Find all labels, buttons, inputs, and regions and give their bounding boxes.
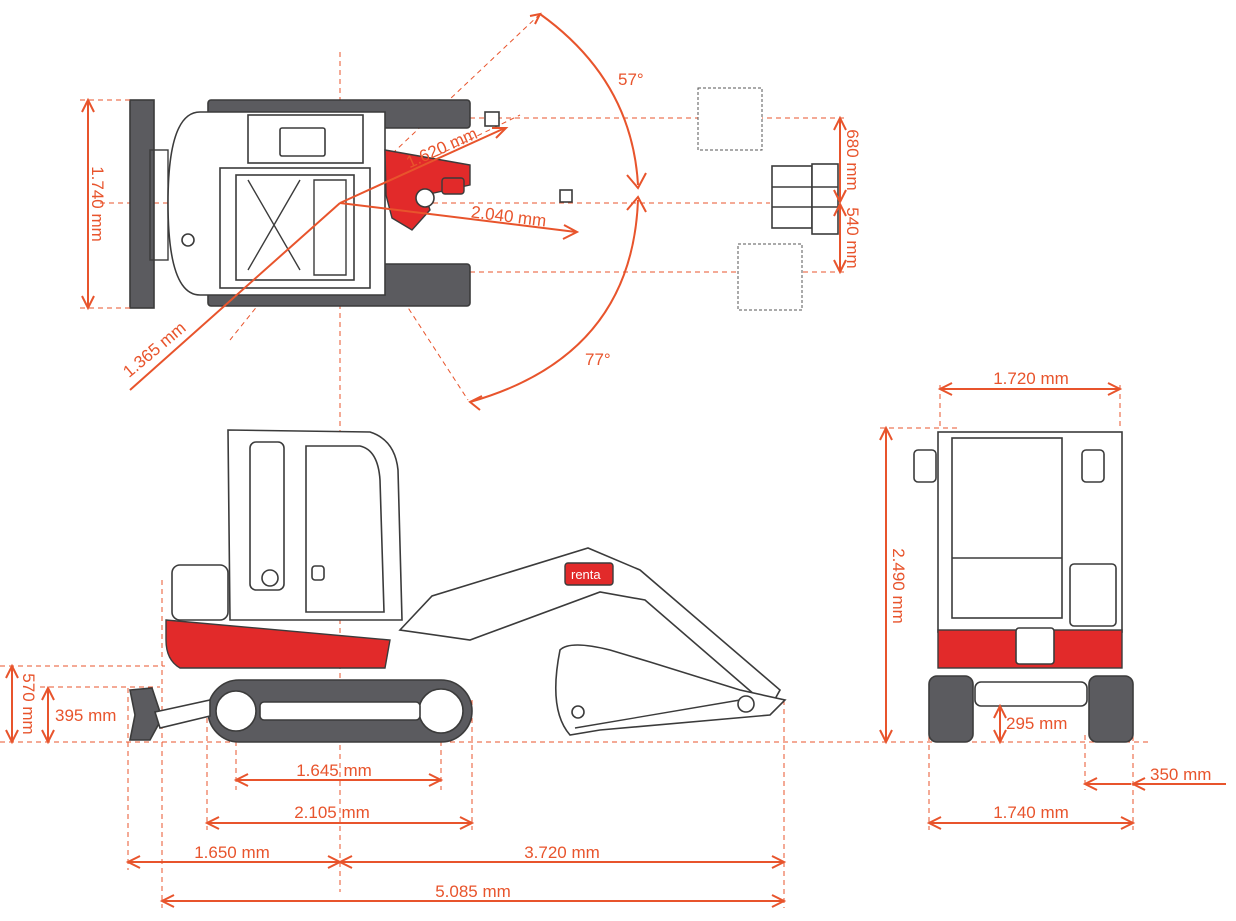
track-shoe-label: 350 mm (1150, 765, 1211, 784)
front-radius-label: 2.040 mm (470, 203, 547, 231)
tail-swing-label: 1.365 mm (119, 318, 189, 381)
angle-right-label: 77° (585, 350, 611, 369)
track-length-label: 2.105 mm (294, 803, 370, 822)
rear-view-machine (913, 431, 1134, 743)
cab-width-label: 1.720 mm (993, 369, 1069, 388)
counterweight-red (165, 619, 391, 669)
offset-left-label: 680 mm (843, 129, 862, 190)
tumbler-center-label: 1.645 mm (296, 761, 372, 780)
dozer-blade-side (129, 687, 163, 741)
rear-length-label: 1.650 mm (194, 843, 270, 862)
ground-clearance-label: 295 mm (1006, 714, 1067, 733)
rear-right-track (1088, 675, 1134, 743)
top-width-label: 1.740 mm (88, 166, 107, 242)
overall-width-label: 1.740 mm (993, 803, 1069, 822)
blade-height-label: 570 mm (19, 673, 38, 734)
side-view-dimensions: 570 mm 395 mm 1.645 mm 2.105 mm 1.650 mm… (5, 663, 787, 908)
offset-right-label: 540 mm (843, 207, 862, 268)
rear-view-dimensions: 1.720 mm 2.490 mm 295 mm 350 mm 1.740 mm (879, 369, 1226, 830)
arm-bucket-side (555, 644, 787, 736)
angle-left-label: 57° (618, 70, 644, 89)
total-length-label: 5.085 mm (435, 882, 511, 901)
renta-logo-text: renta (571, 567, 601, 582)
height-label: 2.490 mm (889, 548, 908, 624)
side-view-machine: renta (129, 429, 787, 743)
rear-left-track (928, 675, 974, 743)
renta-logo-badge (564, 562, 614, 586)
front-length-label: 3.720 mm (524, 843, 600, 862)
top-view-machine (129, 99, 573, 309)
blade-lift-label: 395 mm (55, 706, 116, 725)
bucket-positions (697, 87, 839, 311)
